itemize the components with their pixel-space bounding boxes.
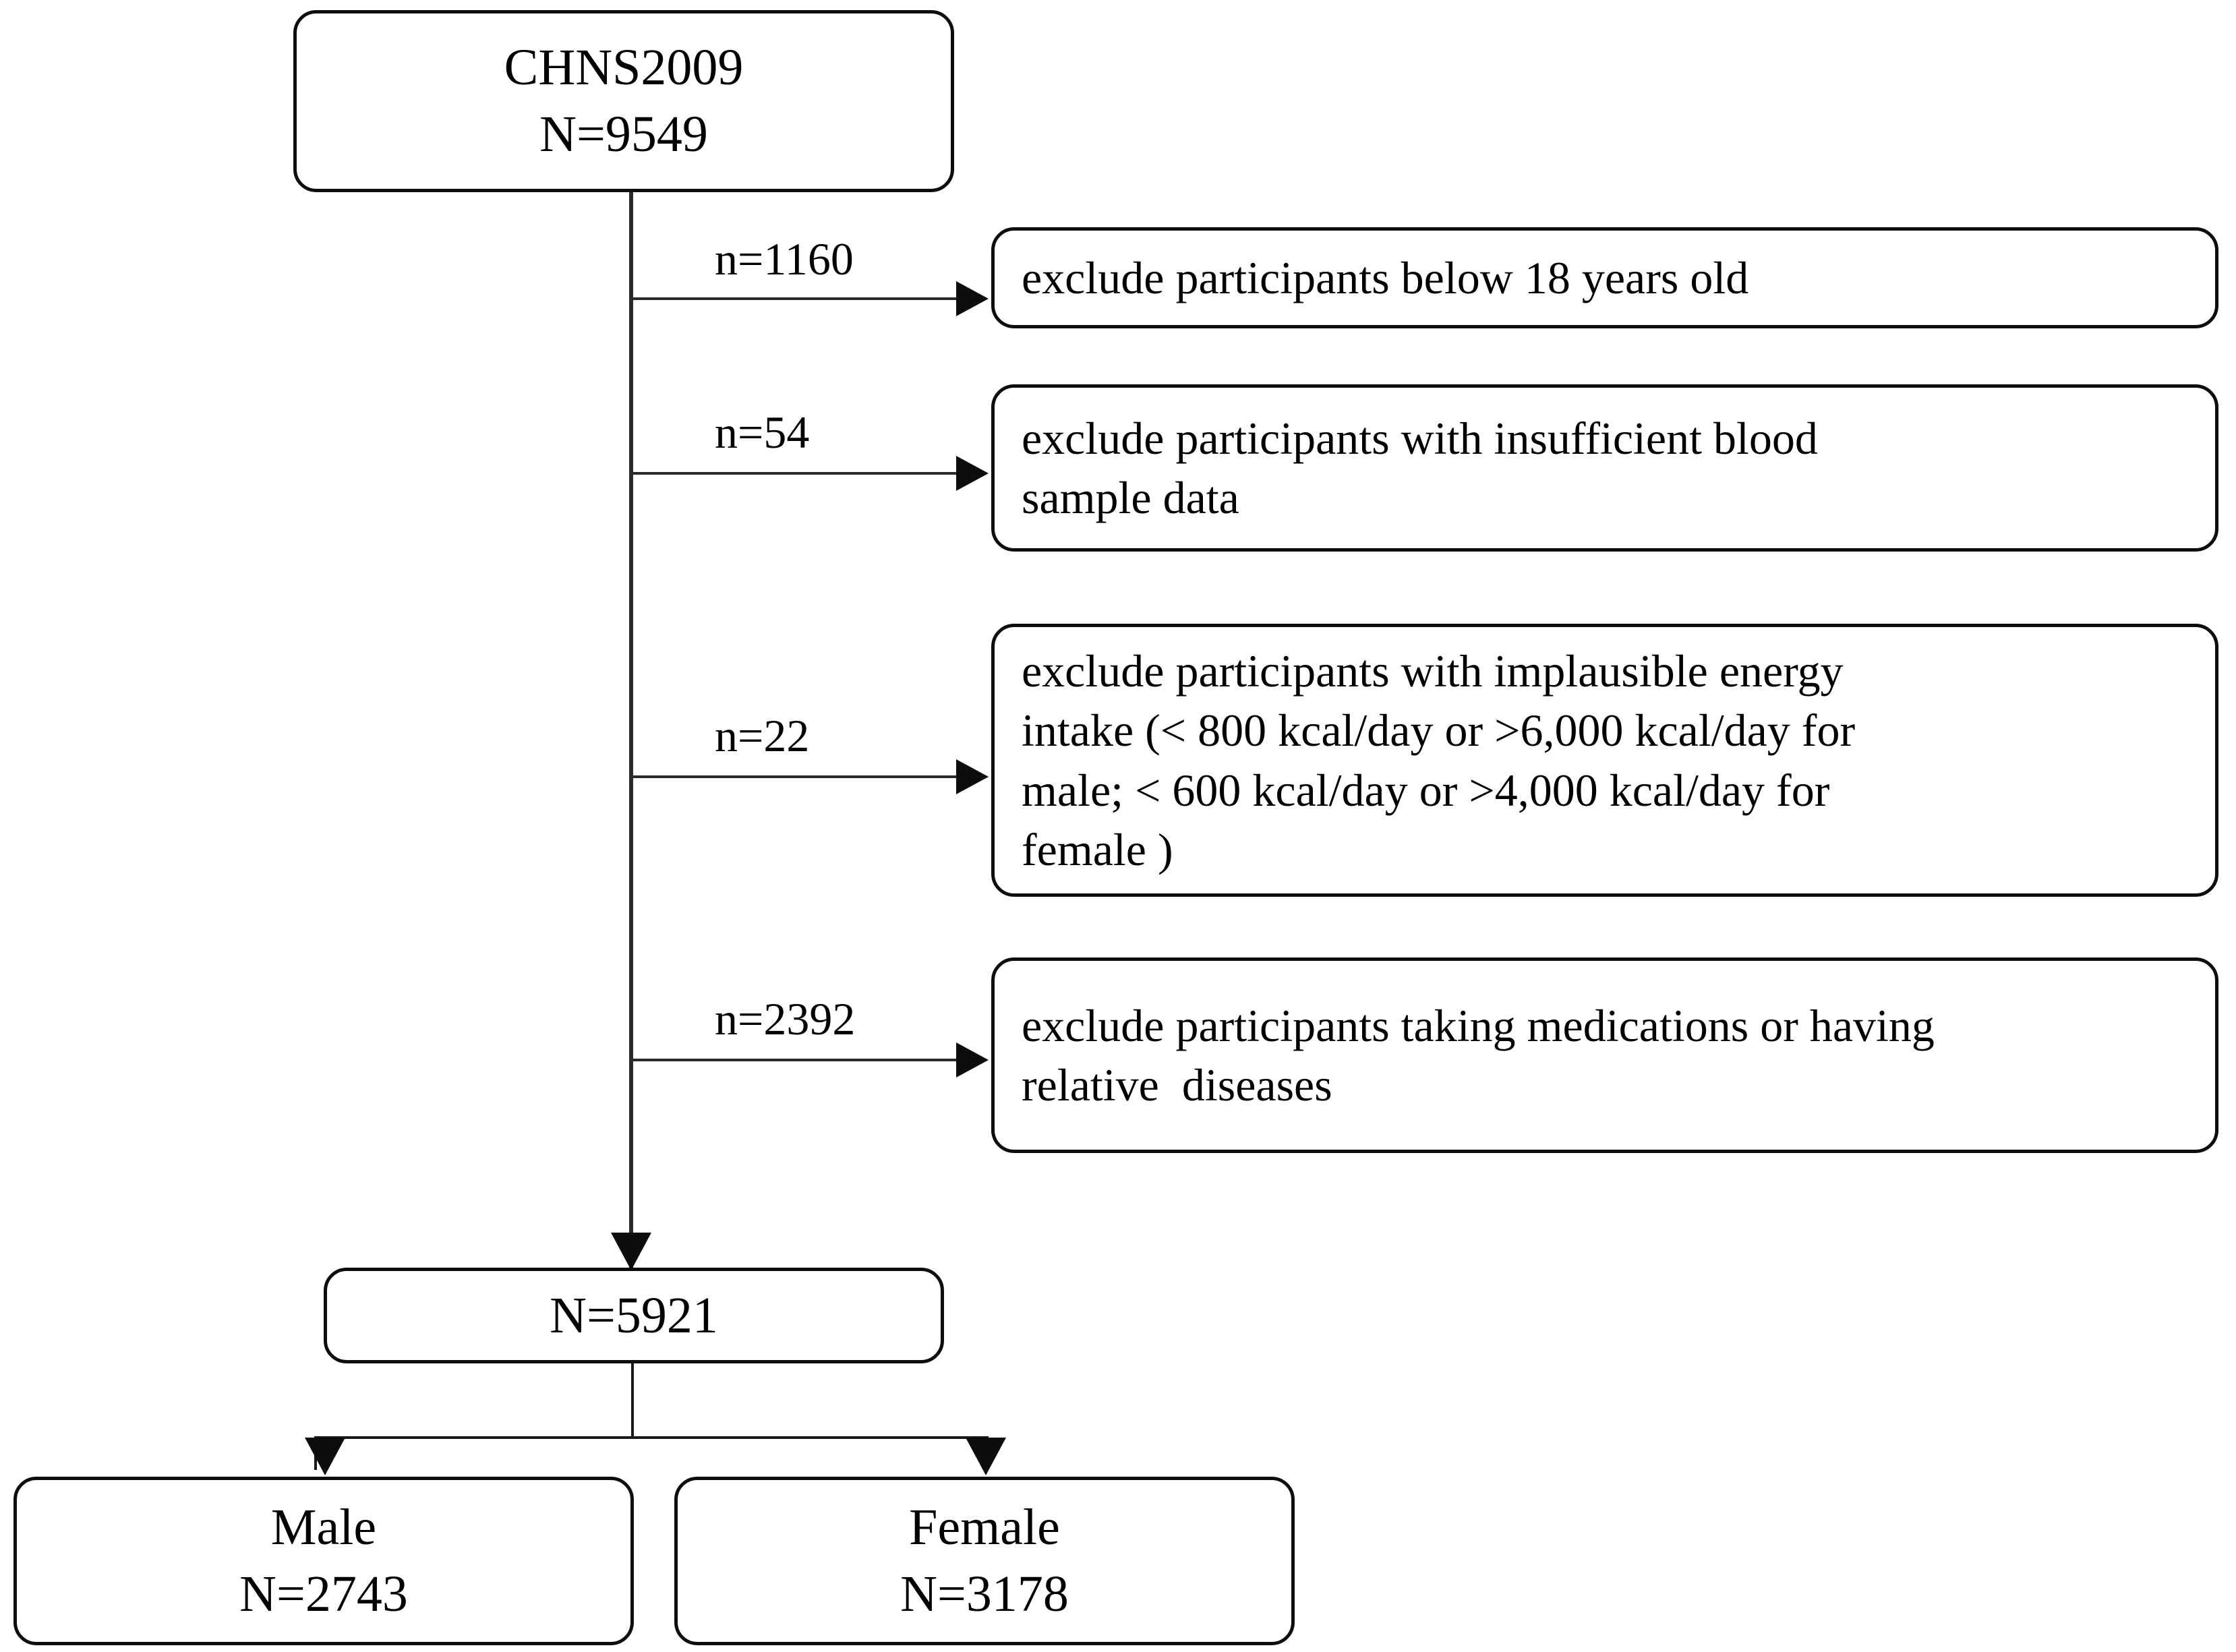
branch-connector-4 [631, 1059, 962, 1061]
node-cohort-source: CHNS2009 N=9549 [293, 10, 954, 192]
split-bar-connector [314, 1436, 989, 1439]
cohort-source-name: CHNS2009 [504, 39, 744, 96]
group-male-count: N=2743 [239, 1566, 408, 1622]
arrow-right-icon-3 [956, 759, 989, 794]
analytic-sample-count: N=5921 [550, 1287, 718, 1344]
exclusion-3-line-1: exclude participants with implausible en… [1022, 645, 1844, 697]
split-stem-connector [631, 1363, 634, 1439]
exclusion-2-line-1: exclude participants with insufficient b… [1022, 412, 1818, 464]
arrow-down-icon-final [611, 1233, 651, 1270]
node-group-male: Male N=2743 [13, 1477, 634, 1645]
group-female-label: Female [909, 1499, 1060, 1556]
exclusion-3-line-4: female ) [1022, 823, 1173, 875]
node-exclusion-3: exclude participants with implausible en… [991, 624, 2218, 897]
arrow-down-icon-male [305, 1438, 345, 1475]
branch-connector-2 [631, 472, 962, 475]
branch-connector-3 [631, 775, 962, 778]
main-spine-connector [629, 192, 633, 1268]
node-exclusion-4: exclude participants taking medications … [991, 957, 2218, 1153]
exclusion-count-2: n=54 [715, 407, 810, 458]
exclusion-1-line-1: exclude participants below 18 years old [1022, 252, 1749, 303]
cohort-source-count: N=9549 [539, 106, 708, 163]
group-female-count: N=3178 [900, 1566, 1069, 1622]
node-exclusion-2: exclude participants with insufficient b… [991, 384, 2218, 552]
exclusion-count-4: n=2392 [715, 993, 856, 1044]
group-male-label: Male [270, 1499, 377, 1556]
arrow-down-icon-female [966, 1438, 1006, 1475]
exclusion-count-1: n=1160 [715, 233, 854, 285]
arrow-right-icon-1 [956, 281, 989, 316]
exclusion-2-line-2: sample data [1022, 472, 1239, 523]
exclusion-3-line-3: male; < 600 kcal/day or >4,000 kcal/day … [1022, 764, 1830, 816]
arrow-right-icon-2 [956, 456, 989, 491]
exclusion-3-line-2: intake (< 800 kcal/day or >6,000 kcal/da… [1022, 705, 1856, 757]
arrow-right-icon-4 [956, 1042, 989, 1078]
node-analytic-sample: N=5921 [324, 1268, 944, 1363]
branch-connector-1 [631, 297, 962, 300]
exclusion-4-line-2: relative diseases [1022, 1059, 1332, 1111]
exclusion-count-3: n=22 [715, 710, 810, 761]
node-exclusion-1: exclude participants below 18 years old [991, 227, 2218, 328]
node-group-female: Female N=3178 [674, 1477, 1295, 1645]
exclusion-4-line-1: exclude participants taking medications … [1022, 999, 1935, 1051]
